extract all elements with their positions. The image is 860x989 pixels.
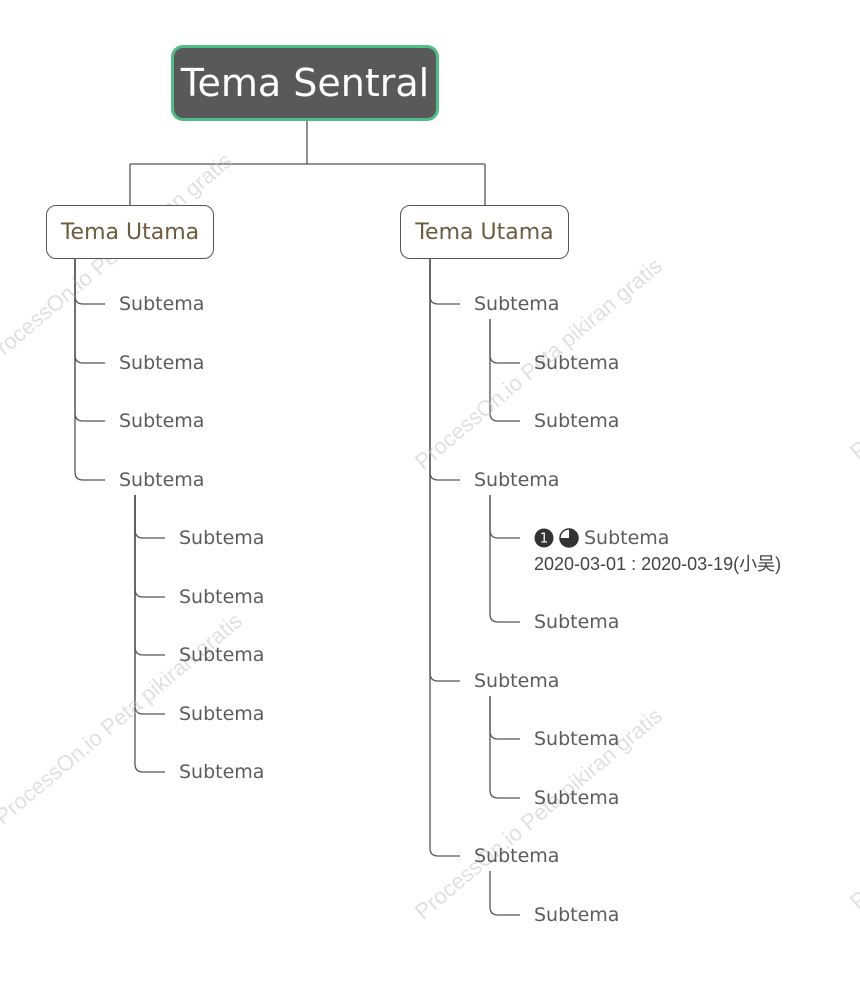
priority-number: 1 — [540, 532, 548, 547]
subtopic[interactable]: Subtema — [534, 352, 620, 374]
subtopic[interactable]: Subtema — [179, 703, 265, 725]
connector-line — [489, 871, 520, 916]
subtopic[interactable]: Subtema — [534, 787, 620, 809]
central-topic[interactable]: Tema Sentral — [171, 45, 439, 121]
subtopic-header: 1 Subtema — [534, 526, 781, 550]
priority-badge — [534, 528, 554, 548]
subtopic[interactable]: Subtema — [179, 527, 265, 549]
progress-icon — [559, 528, 579, 548]
connector-line — [429, 259, 460, 857]
connector-line — [74, 259, 105, 481]
main-topic[interactable]: Tema Utama — [400, 205, 569, 259]
subtopic[interactable]: Subtema — [534, 410, 620, 432]
subtopic[interactable]: Subtema — [474, 469, 560, 491]
main-topic[interactable]: Tema Utama — [46, 205, 214, 259]
subtopic[interactable]: Subtema — [119, 352, 205, 374]
subtopic[interactable]: Subtema — [474, 293, 560, 315]
subtopic-label: Subtema — [584, 527, 670, 549]
subtopic[interactable]: Subtema — [474, 845, 560, 867]
subtopic-with-markers[interactable]: 1 Subtema 2020-03-01 : 2020-03-19(小吴) — [534, 526, 781, 576]
task-date-range: 2020-03-01 : 2020-03-19(小吴) — [534, 554, 782, 574]
connector-line — [489, 696, 520, 799]
subtopic[interactable]: Subtema — [534, 611, 620, 633]
connector-line — [489, 319, 520, 422]
subtopic[interactable]: Subtema — [534, 728, 620, 750]
connector-line — [489, 495, 520, 623]
progress-fill — [560, 529, 578, 547]
subtopic[interactable]: Subtema — [474, 670, 560, 692]
subtopic[interactable]: Subtema — [119, 469, 205, 491]
subtopic[interactable]: Subtema — [534, 904, 620, 926]
priority-icon: 1 — [534, 528, 554, 548]
subtopic[interactable]: Subtema — [119, 410, 205, 432]
subtopic[interactable]: Subtema — [179, 644, 265, 666]
connector-line — [134, 495, 165, 773]
subtopic[interactable]: Subtema — [179, 761, 265, 783]
subtopic[interactable]: Subtema — [119, 293, 205, 315]
subtopic[interactable]: Subtema — [179, 586, 265, 608]
